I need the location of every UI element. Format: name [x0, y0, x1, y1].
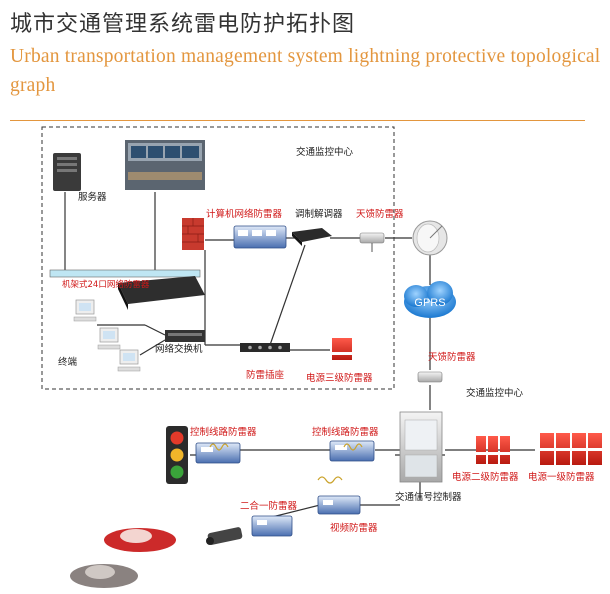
power-level1-protector-label: 电源一级防雷器	[528, 471, 595, 483]
lightning-socket-icon	[240, 343, 290, 352]
terminal-computer-icon-1	[73, 299, 97, 322]
feeder-protector-icon	[359, 232, 385, 252]
network-switch-icon	[165, 330, 205, 342]
signal-controller-label: 交通信号控制器	[395, 491, 462, 503]
network-switch-label: 网络交换机	[155, 343, 203, 355]
camera-icon	[206, 527, 243, 545]
feeder-protector-label: 天馈防雷器	[356, 208, 404, 220]
page-title: 城市交通管理系统雷电防护拓扑图	[10, 12, 356, 37]
server-label: 服务器	[78, 191, 107, 203]
power-level1-protector-icon	[540, 433, 602, 465]
monitoring-room-image	[125, 140, 205, 190]
coiled-cable-icons	[209, 443, 363, 484]
computer-network-protector-icon	[182, 218, 204, 250]
power-level3-protector-label: 电源三级防雷器	[306, 372, 373, 384]
video-protector-label: 视频防雷器	[330, 522, 378, 534]
control-center-mid-label: 交通监控中心	[466, 387, 524, 399]
lightning-socket-label: 防雷插座	[246, 369, 285, 381]
network-protector-device-icon	[233, 225, 287, 249]
signal-controller-cabinet-icon	[399, 411, 443, 483]
terminal-computer-icon-3	[117, 349, 141, 372]
traffic-light-icon	[166, 426, 188, 484]
terminal-computer-icon-2	[97, 327, 121, 350]
title-divider	[10, 120, 585, 121]
gprs-label: GPRS	[414, 297, 445, 309]
gprs-cloud-icon	[404, 281, 456, 318]
rack-24port-protector-label: 机架式24口网络防雷器	[62, 279, 150, 290]
satellite-dish-icon	[412, 220, 448, 256]
page-subtitle: Urban transportation management system l…	[10, 46, 601, 96]
server-icon	[53, 153, 81, 191]
video-protector-icon	[317, 495, 361, 515]
control-line-protector-label-1: 控制线路防雷器	[190, 426, 257, 438]
power-level2-protector-icon	[476, 436, 510, 464]
grey-car-icon	[70, 564, 138, 588]
terminal-label: 终端	[58, 356, 78, 368]
control-center-boundary	[41, 126, 395, 390]
computer-network-protector-label: 计算机网络防雷器	[206, 208, 283, 220]
modem-label: 调制解调器	[295, 208, 343, 220]
rack-24port-protector-icon	[118, 276, 205, 310]
rack-bar-icon	[49, 269, 201, 278]
two-in-one-protector-icon	[251, 515, 293, 537]
feeder-protector-icon-2	[417, 371, 443, 383]
red-car-icon	[104, 528, 176, 552]
power-level2-protector-label: 电源二级防雷器	[452, 471, 519, 483]
control-line-protector-icon-1	[195, 442, 241, 464]
control-line-protector-label-2: 控制线路防雷器	[312, 426, 379, 438]
control-center-top-label: 交通监控中心	[296, 146, 354, 158]
power-level3-protector-icon	[332, 338, 352, 360]
modem-icon	[292, 228, 332, 246]
two-in-one-protector-label: 二合一防雷器	[240, 500, 298, 512]
control-line-protector-icon-2	[329, 440, 375, 462]
feeder-protector-label-2: 天馈防雷器	[428, 351, 476, 363]
